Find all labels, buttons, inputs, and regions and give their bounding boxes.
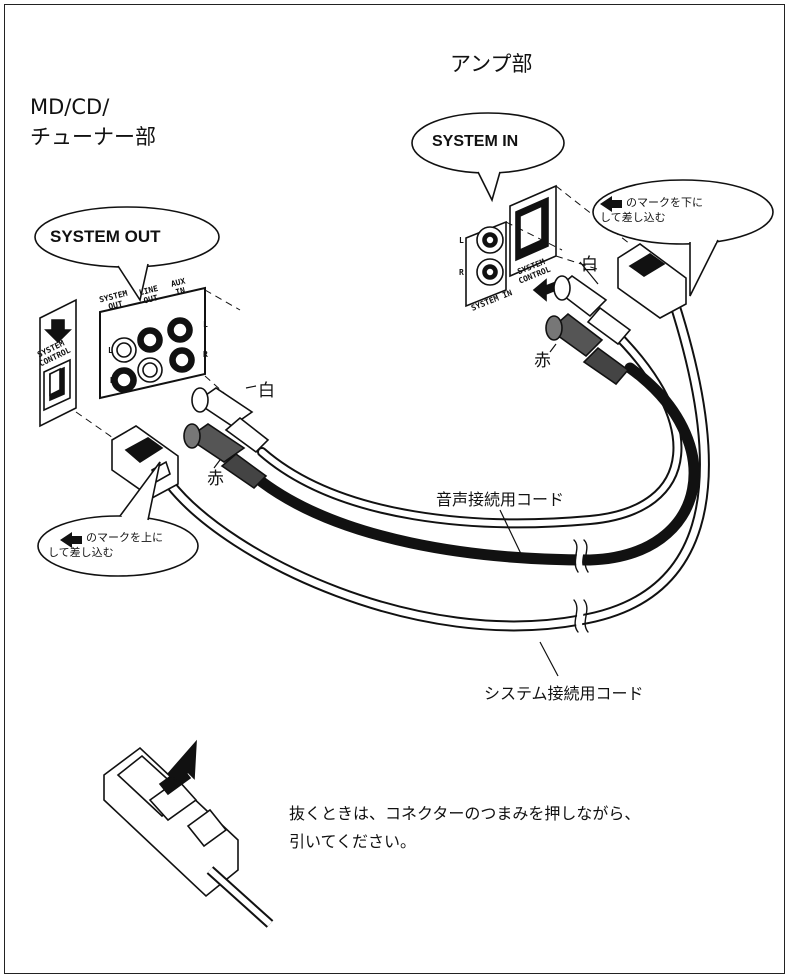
red-plug-label-left: 赤 — [207, 469, 224, 489]
left-rca-plugs — [183, 387, 270, 490]
md-section-title: MD/CD/ チューナー部 — [30, 92, 156, 152]
right-system-plug — [617, 243, 687, 319]
red-plug-label-right: 赤 — [534, 351, 551, 371]
mark-down-line2: して差し込む — [600, 211, 666, 224]
right-rear-panel — [465, 184, 557, 308]
system-out-bubble: SYSTEM OUT — [50, 227, 161, 246]
leader-lines — [213, 261, 599, 677]
system-in-bubble: SYSTEM IN — [432, 133, 519, 150]
white-plug-label-right: 白 — [581, 255, 598, 275]
mark-down-line1: のマークを下に — [626, 196, 703, 209]
right-rca-plugs — [545, 274, 632, 386]
left-aux-r-label: R — [203, 350, 208, 359]
system-cord-label: システム接続用コード — [484, 684, 644, 703]
mark-up-line2: して差し込む — [48, 546, 114, 559]
left-jacks — [111, 317, 195, 393]
amp-section-title: アンプ部 — [450, 52, 533, 76]
mark-up-instruction: のマークを上に して差し込む — [48, 530, 163, 560]
white-plug-label-left: 白 — [258, 381, 275, 401]
page-frame — [4, 4, 785, 974]
left-arrow-icon — [532, 278, 557, 302]
right-l-label: L — [459, 236, 464, 245]
release-instruction-line2: 引いてください。 — [289, 832, 417, 851]
release-instruction-line1: 抜くときは、コネクターのつまみを押しながら、 — [289, 804, 641, 823]
down-arrow-icon — [44, 319, 72, 344]
left-aux-l-label: L — [203, 320, 208, 329]
left-l-label: L — [108, 346, 113, 355]
left-arrow-icon — [600, 196, 622, 212]
mark-down-instruction: のマークを下に して差し込む — [600, 195, 703, 225]
release-connector — [103, 739, 274, 928]
release-instruction: 抜くときは、コネクターのつまみを押しながら、 引いてください。 — [289, 800, 640, 856]
mark-up-line1: のマークを上に — [86, 531, 163, 544]
audio-cord-label: 音声接続用コード — [436, 490, 565, 509]
md-section-title-line2: チューナー部 — [30, 125, 156, 149]
cables — [164, 284, 710, 635]
left-r-label: R — [110, 376, 115, 385]
md-section-title-line1: MD/CD/ — [30, 95, 110, 119]
bubbles — [34, 112, 774, 577]
left-arrow-icon — [60, 532, 82, 548]
right-r-label: R — [459, 268, 464, 277]
left-system-plug — [111, 425, 179, 499]
